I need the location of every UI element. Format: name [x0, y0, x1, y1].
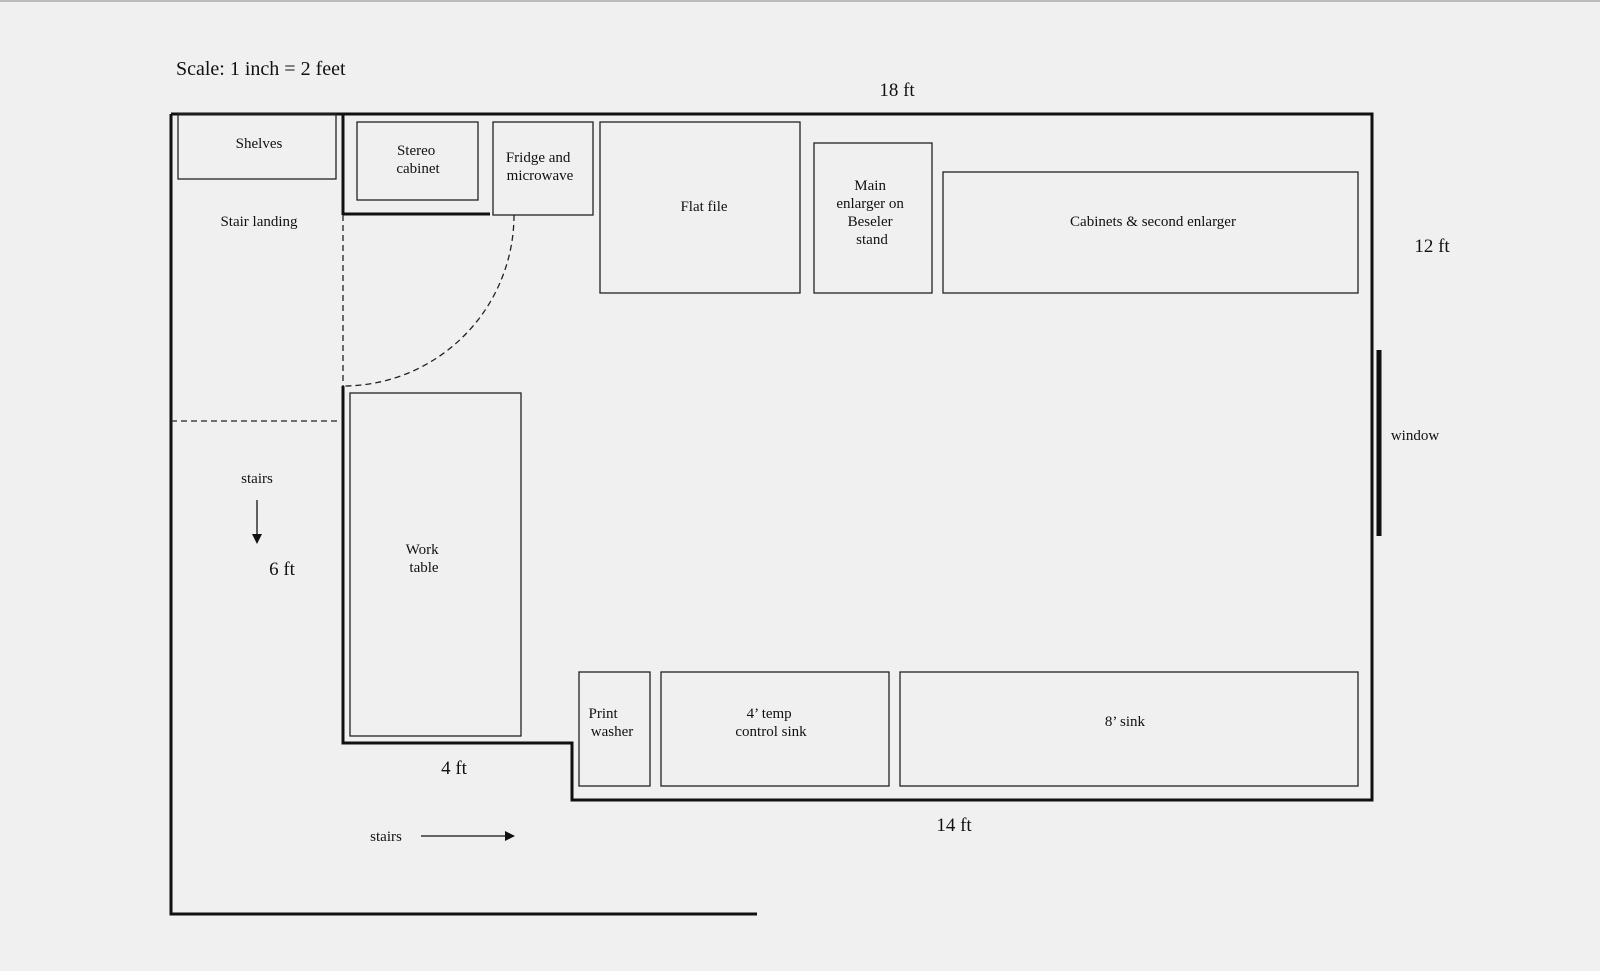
dimension-bottom: 14 ft	[936, 815, 972, 836]
dimension-top: 18 ft	[879, 80, 915, 101]
sink-label-line: 8’ sink	[1105, 714, 1146, 730]
temp-sink-label-line: control sink	[735, 724, 807, 740]
flat-file-box	[599, 121, 801, 294]
dimension-stair-side: 6 ft	[269, 559, 296, 580]
shelves-box	[177, 113, 337, 180]
cabinets-box	[942, 171, 1359, 294]
print-washer-label-line: washer	[591, 724, 633, 740]
stairs-right-arrowhead	[505, 831, 515, 841]
main-enlarger-label-line: stand	[856, 232, 888, 248]
cabinets-label: Cabinets & second enlarger	[1070, 214, 1236, 230]
dimension-step: 4 ft	[441, 758, 468, 779]
fridge-microwave-box	[492, 121, 594, 216]
fridge-microwave-label-line: Fridge and	[506, 150, 571, 166]
stereo-cabinet-label: Stereo cabinet	[396, 143, 440, 177]
temp-sink-box	[660, 671, 890, 787]
flat-file-label: Flat file	[680, 199, 727, 215]
dimension-right: 12 ft	[1414, 236, 1450, 257]
main-enlarger-label-line: Beseler	[848, 214, 893, 230]
stair-landing-label: Stair landing	[220, 214, 298, 230]
work-table-box	[349, 392, 522, 737]
stair-outer-wall	[169, 114, 757, 916]
door-swing-arc	[342, 214, 515, 387]
work-table-label: Work table	[406, 542, 443, 576]
stairs-right-label: stairs	[370, 829, 402, 845]
print-washer-label-line: Print	[589, 706, 619, 722]
window-label: window	[1391, 428, 1440, 444]
main-enlarger-label-line: enlarger on	[836, 196, 904, 212]
main-enlarger-label: Main enlarger on Beseler stand	[836, 178, 907, 248]
fridge-microwave-label: Fridge and microwave	[506, 150, 574, 184]
cabinets-label-line: Cabinets & second enlarger	[1070, 214, 1236, 230]
temp-sink-label: 4’ temp control sink	[735, 706, 807, 740]
fridge-microwave-label-line: microwave	[507, 168, 574, 184]
work-table-label-line: table	[409, 560, 438, 576]
stairs-down-label: stairs	[241, 471, 273, 487]
sink-label: 8’ sink	[1105, 714, 1146, 730]
stereo-cabinet-label-line: Stereo	[397, 143, 435, 159]
flat-file-label-line: Flat file	[680, 199, 727, 215]
print-washer-box	[578, 671, 651, 787]
stairs-down-arrowhead	[252, 534, 262, 544]
work-table-label-line: Work	[406, 542, 439, 558]
room-walls	[171, 112, 1374, 802]
shelves-label: Shelves	[236, 136, 283, 152]
sink-box	[899, 671, 1359, 787]
print-washer-label: Print washer	[589, 706, 634, 740]
temp-sink-label-line: 4’ temp	[747, 706, 792, 722]
main-enlarger-box	[813, 142, 933, 294]
main-enlarger-label-line: Main	[854, 178, 886, 194]
stereo-cabinet-label-line: cabinet	[396, 161, 440, 177]
stereo-cabinet-box	[356, 121, 479, 201]
scale-label: Scale: 1 inch = 2 feet	[176, 58, 346, 80]
